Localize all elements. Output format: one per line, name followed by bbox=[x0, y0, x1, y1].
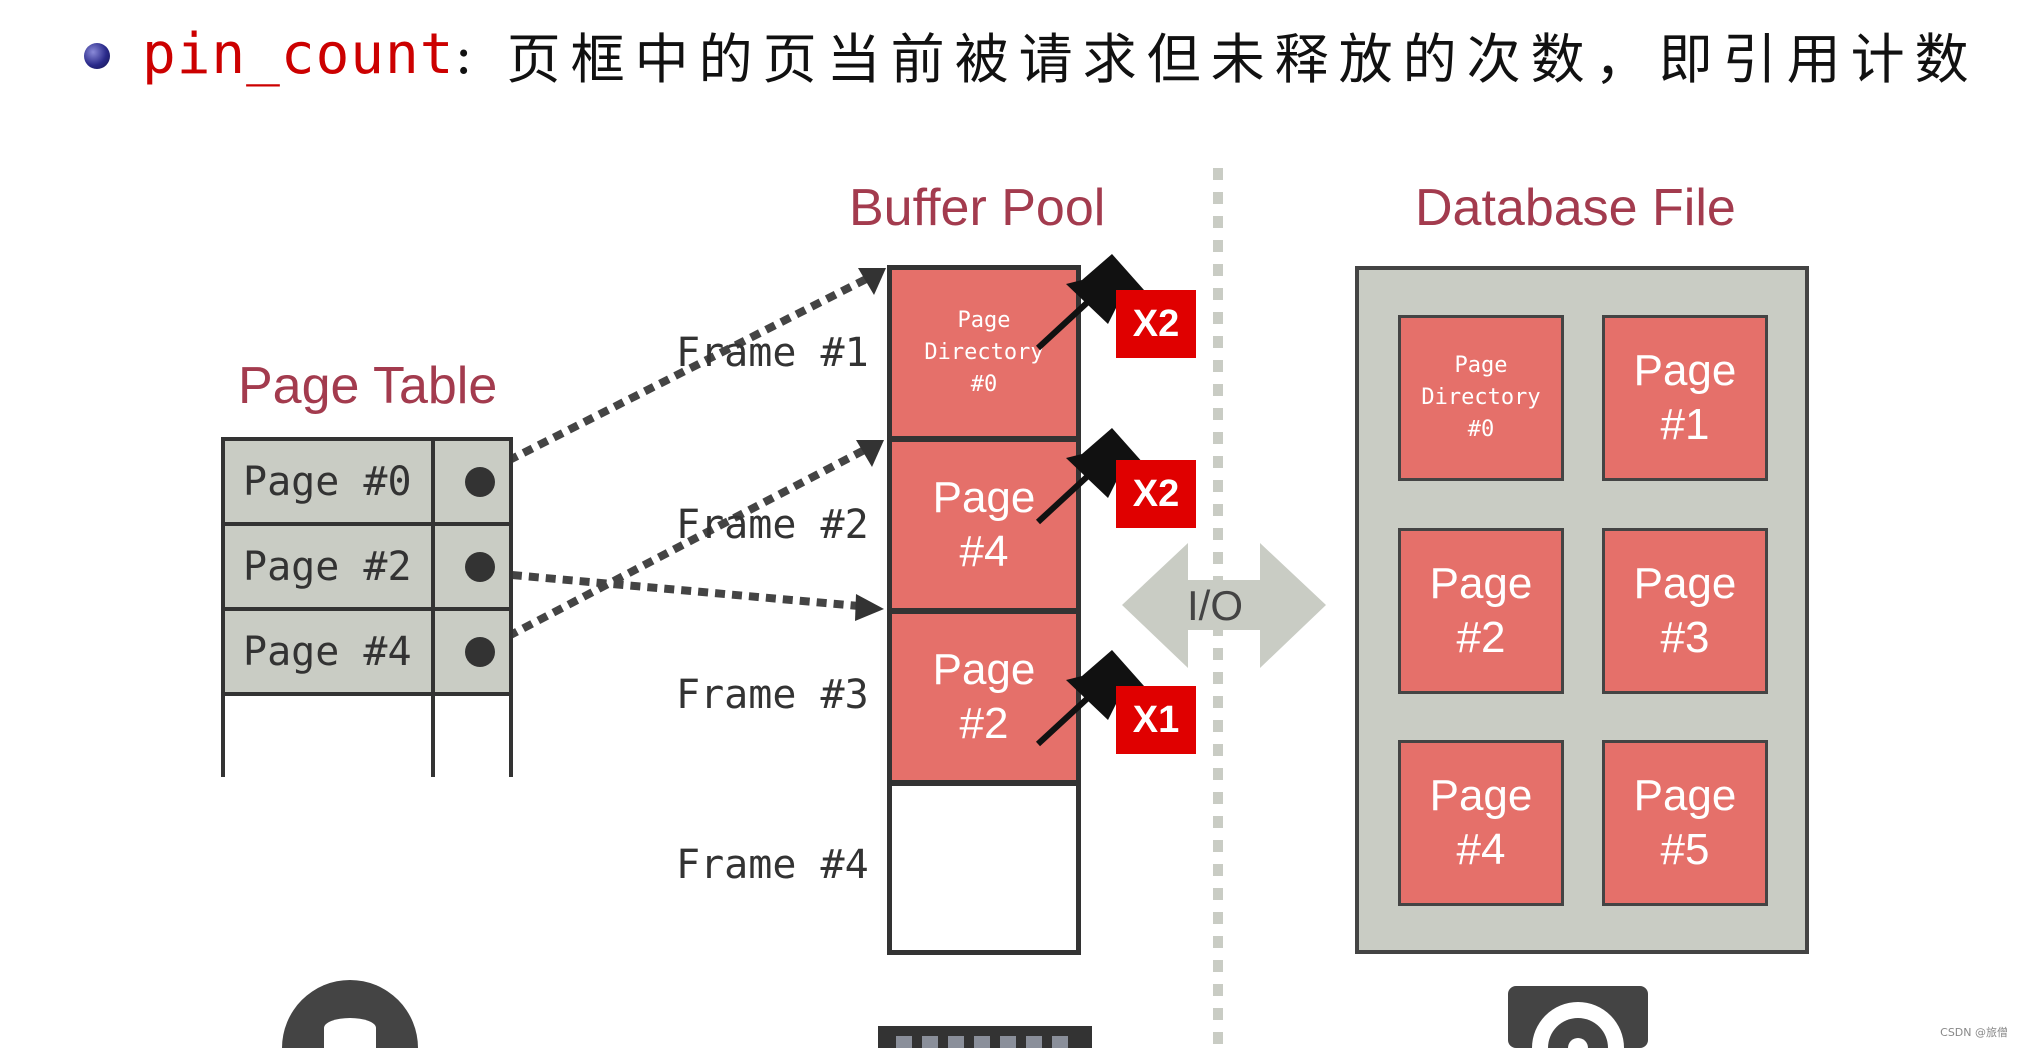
page-table-row-label: Page #4 bbox=[225, 611, 435, 692]
pin-count-description: 页框中的页当前被请求但未释放的次数，即引用计数 bbox=[506, 27, 1979, 91]
pointer-page0-arrowhead bbox=[858, 268, 886, 295]
io-label: I/O bbox=[1187, 582, 1244, 629]
page-table-row: Page #4 bbox=[225, 611, 509, 696]
pointer-dot-icon bbox=[465, 467, 495, 497]
buffer-frame-1: Page Directory #0 bbox=[887, 265, 1081, 441]
pointer-page4-arrowhead bbox=[856, 440, 884, 467]
buffer-frame-2: Page #4 bbox=[887, 437, 1081, 613]
pointer-page0-to-frame1 bbox=[476, 268, 882, 480]
db-page-4: Page #4 bbox=[1398, 740, 1564, 906]
frame-label: Frame #3 bbox=[676, 672, 869, 718]
page-table-row-label: Page #2 bbox=[225, 526, 435, 607]
db-page-directory-0: Page Directory #0 bbox=[1398, 315, 1564, 481]
pointer-page4-to-frame2 bbox=[476, 442, 874, 656]
buffer-frame-3: Page #2 bbox=[887, 609, 1081, 785]
memory-chip-icon bbox=[878, 1026, 1092, 1048]
pointer-dot-icon bbox=[465, 552, 495, 582]
pin-count-term: pin_count bbox=[142, 21, 455, 87]
db-page-2: Page #2 bbox=[1398, 528, 1564, 694]
db-page-1: Page #1 bbox=[1602, 315, 1768, 481]
page-table-row: Page #2 bbox=[225, 526, 509, 611]
database-icon bbox=[282, 980, 418, 1048]
database-file-title: Database File bbox=[1415, 179, 1736, 237]
page-table-row-pointer bbox=[435, 441, 509, 522]
pin-count-badge: X1 bbox=[1116, 686, 1196, 754]
bullet-line: pin_count : 页框中的页当前被请求但未释放的次数，即引用计数 bbox=[84, 14, 1979, 94]
db-page-5: Page #5 bbox=[1602, 740, 1768, 906]
page-table-title: Page Table bbox=[238, 357, 498, 415]
hard-disk-icon bbox=[1508, 986, 1648, 1048]
page-table-row: Page #0 bbox=[225, 441, 509, 526]
buffer-frame-4 bbox=[887, 781, 1081, 955]
pin-count-badge: X2 bbox=[1116, 290, 1196, 358]
bullet-dot-icon bbox=[84, 43, 110, 69]
page-table-row-label: Page #0 bbox=[225, 441, 435, 522]
watermark: CSDN @旅僧 bbox=[1940, 1026, 2008, 1039]
pin-count-colon: : bbox=[454, 22, 483, 86]
pin-count-badge: X2 bbox=[1116, 460, 1196, 528]
db-page-3: Page #3 bbox=[1602, 528, 1768, 694]
frame-label: Frame #2 bbox=[676, 502, 869, 548]
pointer-page2-to-frame3 bbox=[477, 568, 871, 611]
page-table-row-pointer bbox=[435, 611, 509, 692]
page-table-row-pointer bbox=[435, 696, 509, 777]
page-table-row-label bbox=[225, 696, 435, 777]
frame-label: Frame #4 bbox=[676, 842, 869, 888]
pointer-page2-arrowhead bbox=[855, 594, 884, 621]
frame-label: Frame #1 bbox=[676, 330, 869, 376]
pointer-dot-icon bbox=[465, 637, 495, 667]
io-double-arrow bbox=[1122, 543, 1326, 668]
buffer-pool-title: Buffer Pool bbox=[849, 179, 1106, 237]
page-table-row-pointer bbox=[435, 526, 509, 607]
page-table-row bbox=[225, 696, 509, 777]
page-table: Page #0 Page #2 Page #4 bbox=[221, 437, 513, 777]
